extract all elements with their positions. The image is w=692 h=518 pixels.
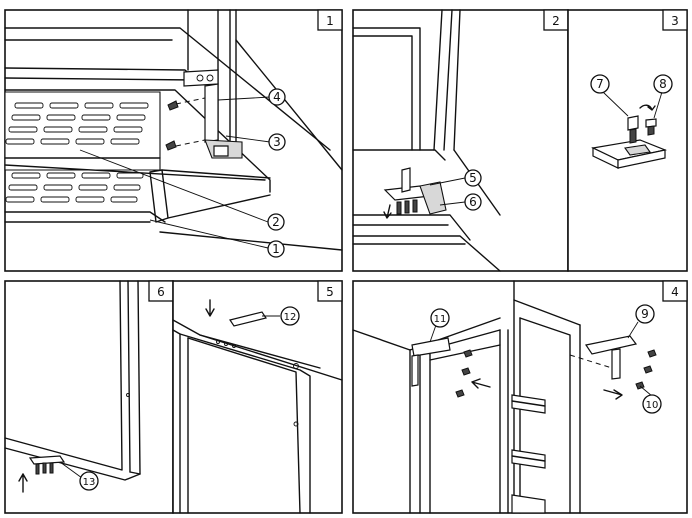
callout-10-circle <box>642 394 662 414</box>
callout-10-label: 10 <box>646 400 659 411</box>
callout-1-label: 1 <box>272 242 280 256</box>
panel-4: 4 11 9 10 <box>352 280 688 514</box>
panel-5: 5 12 <box>172 280 343 514</box>
vent-slots-lower <box>5 172 144 203</box>
callout-9-circle <box>635 304 655 324</box>
panel-6: 6 13 <box>4 280 174 514</box>
callout-4-circle <box>268 88 286 106</box>
callout-7-circle <box>590 74 610 94</box>
step-box-3 <box>662 9 688 31</box>
panel-3-frame <box>567 9 688 272</box>
callout-2-label: 2 <box>272 215 280 229</box>
callout-1-circle <box>267 240 285 258</box>
callout-3-circle <box>268 133 286 151</box>
step-box-1 <box>317 9 343 31</box>
step-number-1: 1 <box>326 14 334 28</box>
callout-6-label: 6 <box>469 195 477 209</box>
callout-12-circle <box>280 306 300 326</box>
panel-2-frame <box>352 9 569 272</box>
callout-12-label: 12 <box>284 312 297 323</box>
callout-7-label: 7 <box>596 77 604 91</box>
panel-3: 3 7 8 <box>567 9 688 272</box>
panel-2: 2 5 6 <box>352 9 569 272</box>
callout-9-label: 9 <box>641 307 649 321</box>
panel-1: 1 4 3 2 1 <box>4 9 343 272</box>
callout-6-circle <box>464 193 482 211</box>
step-number-2: 2 <box>552 14 560 28</box>
callout-5-label: 5 <box>469 171 477 185</box>
step-number-6: 6 <box>157 285 165 299</box>
step-number-3: 3 <box>671 14 679 28</box>
callout-8-label: 8 <box>659 77 667 91</box>
callout-13-circle <box>79 471 99 491</box>
step-number-4: 4 <box>671 285 679 299</box>
step-box-4 <box>662 280 688 302</box>
step-number-5: 5 <box>326 285 334 299</box>
step-box-5 <box>317 280 343 302</box>
vent-slots-upper <box>5 102 149 145</box>
callout-13-label: 13 <box>83 477 96 488</box>
callout-11-label: 11 <box>434 314 447 325</box>
callout-8-circle <box>653 74 673 94</box>
callout-11-circle <box>430 308 450 328</box>
callout-4-label: 4 <box>273 90 281 104</box>
callout-3-label: 3 <box>273 135 281 149</box>
callout-2-circle <box>267 213 285 231</box>
callout-5-circle <box>464 169 482 187</box>
